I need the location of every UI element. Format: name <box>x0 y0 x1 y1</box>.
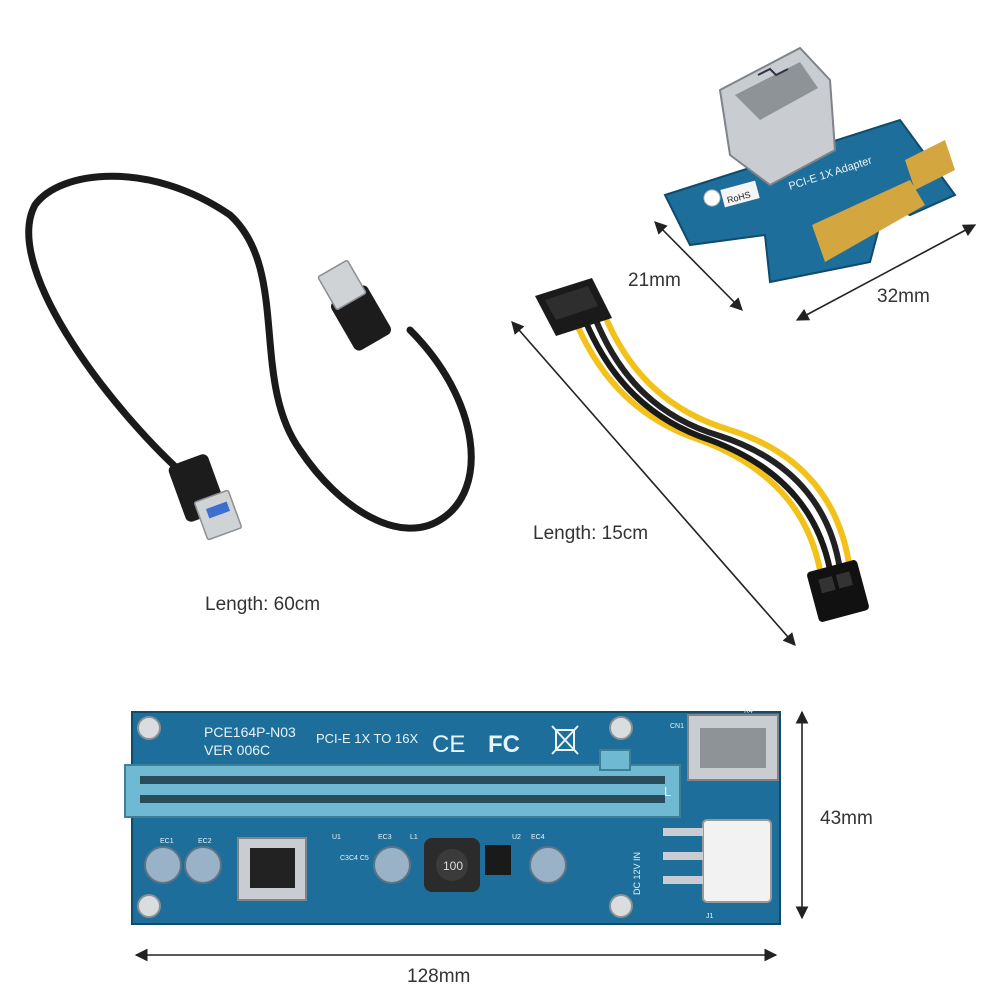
board-length-label: 128mm <box>407 966 471 987</box>
adapter-width-arrow <box>654 221 743 311</box>
board-model-text: PCE164P-N03 <box>204 724 296 740</box>
r4-label: R4 <box>744 708 753 715</box>
adapter-length-label: 32mm <box>877 286 930 307</box>
inductor-label: 100 <box>443 859 463 873</box>
usb-plug-top <box>317 260 391 351</box>
adapter-length-arrow <box>795 224 977 321</box>
board-spec-text: PCI-E 1X TO 16X <box>316 731 418 746</box>
ec3-label: EC3 <box>378 834 392 841</box>
six-pin-connector <box>807 560 869 622</box>
usb-cable <box>25 172 475 541</box>
j1-label: J1 <box>706 913 714 920</box>
ec4-label: EC4 <box>531 834 545 841</box>
cn1-label: CN1 <box>670 723 684 730</box>
power-cable-arrow <box>511 321 796 646</box>
ec1-label: EC1 <box>160 838 174 845</box>
riser-board: 100 PCE164P-N03 VER 006C PCI-E 1X TO 16X… <box>124 708 781 925</box>
board-version-text: VER 006C <box>204 742 270 758</box>
board-height-label: 43mm <box>820 808 873 829</box>
power-cable <box>535 278 869 622</box>
ic-chip <box>485 845 511 875</box>
fc-mark: FC <box>488 731 520 758</box>
usb-port-board <box>687 714 779 781</box>
usb-cable-length-label: Length: 60cm <box>205 594 321 615</box>
u1-label: U1 <box>332 834 341 841</box>
power-cable-length-label: Length: 15cm <box>533 523 649 544</box>
ce-mark: CE <box>432 731 465 758</box>
ec2-label: EC2 <box>198 838 212 845</box>
usb-port-adapter <box>718 46 837 187</box>
slot-mark: L <box>664 784 671 799</box>
pcie-1x-adapter: RoHS PCI-E 1X Adapter <box>663 46 957 284</box>
usb-plug-bottom <box>168 454 242 541</box>
adapter-width-label: 21mm <box>628 270 681 291</box>
power-header <box>663 819 772 903</box>
capacitors <box>144 846 567 884</box>
weee-bin-icon <box>551 725 579 755</box>
pcie-16x-slot <box>124 749 681 818</box>
dimension-lines <box>134 221 977 962</box>
dc-in-label: DC 12V IN <box>632 852 642 895</box>
u2-label: U2 <box>512 834 521 841</box>
regulator-chip <box>250 848 295 888</box>
c3c4c5-label: C3C4 C5 <box>340 855 369 862</box>
l1-label: L1 <box>410 834 418 841</box>
